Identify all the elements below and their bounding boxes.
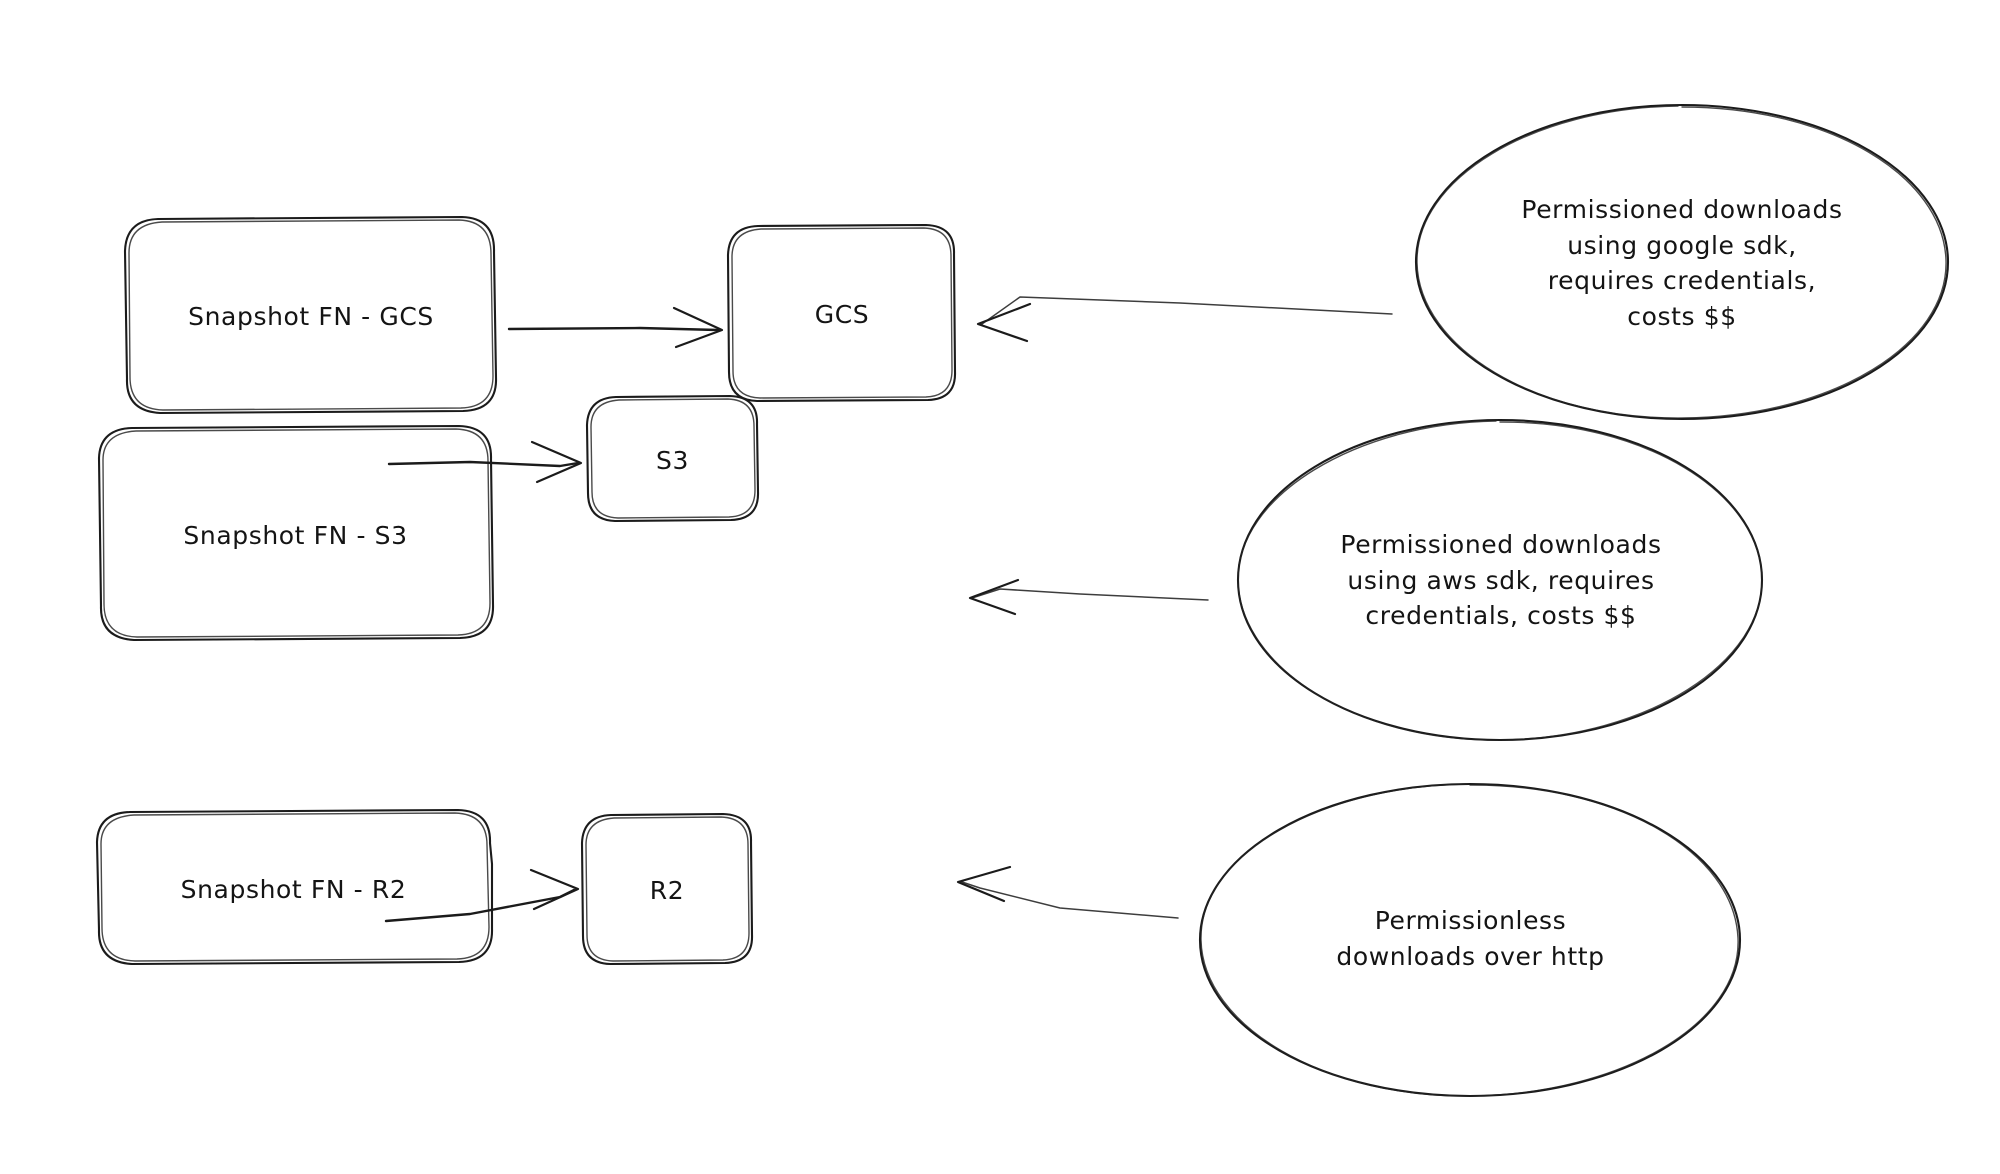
- node-r2[interactable]: [580, 812, 754, 966]
- edge-r2-read: [956, 865, 1179, 919]
- node-s3[interactable]: [585, 394, 760, 523]
- edge-s3-write: [387, 440, 583, 484]
- edge-gcs-read: [976, 296, 1393, 343]
- note-ellipse-gcs[interactable]: [1414, 103, 1950, 421]
- node-snapshot-fn-r2[interactable]: [95, 808, 494, 966]
- node-gcs[interactable]: [726, 223, 957, 403]
- note-ellipse-s3[interactable]: [1236, 418, 1764, 742]
- node-snapshot-fn-s3[interactable]: [97, 424, 495, 642]
- node-snapshot-fn-gcs[interactable]: [123, 215, 498, 415]
- edge-s3-read: [968, 578, 1209, 616]
- note-ellipse-r2[interactable]: [1198, 782, 1742, 1098]
- edge-gcs-write: [507, 306, 724, 349]
- edge-r2-write: [384, 868, 580, 923]
